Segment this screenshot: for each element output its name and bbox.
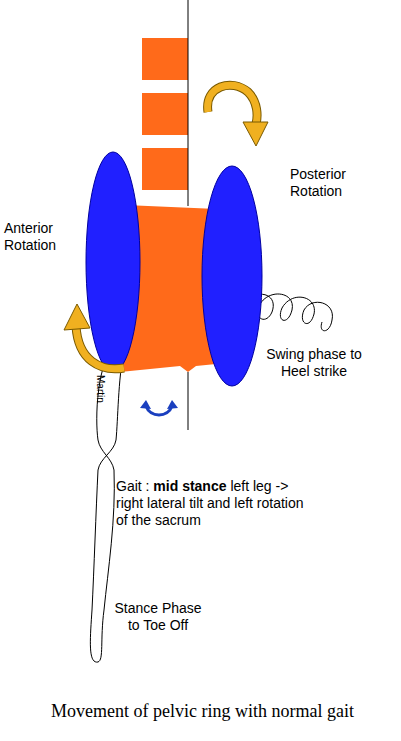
midline <box>188 0 189 206</box>
posterior-rotation-arrow <box>208 85 268 146</box>
vertebra <box>142 38 188 80</box>
midline <box>188 372 189 430</box>
phase-label: Stance Phase to Toe Off <box>110 600 206 634</box>
rotation-label: Anterior Rotation <box>4 220 76 254</box>
right-ilium <box>202 166 262 386</box>
gait-note: Gait : mid stance left leg -> right late… <box>116 478 316 529</box>
anterior-rotation-arrow <box>64 304 124 369</box>
note-emphasis: mid stance <box>153 478 226 494</box>
vertebra <box>142 93 188 135</box>
rotation-label: Posterior Rotation <box>290 166 370 200</box>
vertebra <box>142 148 188 190</box>
sacral-rotation-arrow <box>140 400 178 415</box>
author-signature: Martin <box>95 375 106 403</box>
phase-label: Swing phase to Heel strike <box>262 346 366 380</box>
note-text: Gait : <box>116 478 149 494</box>
figure-caption: Movement of pelvic ring with normal gait <box>2 700 401 722</box>
left-ilium <box>86 152 140 372</box>
